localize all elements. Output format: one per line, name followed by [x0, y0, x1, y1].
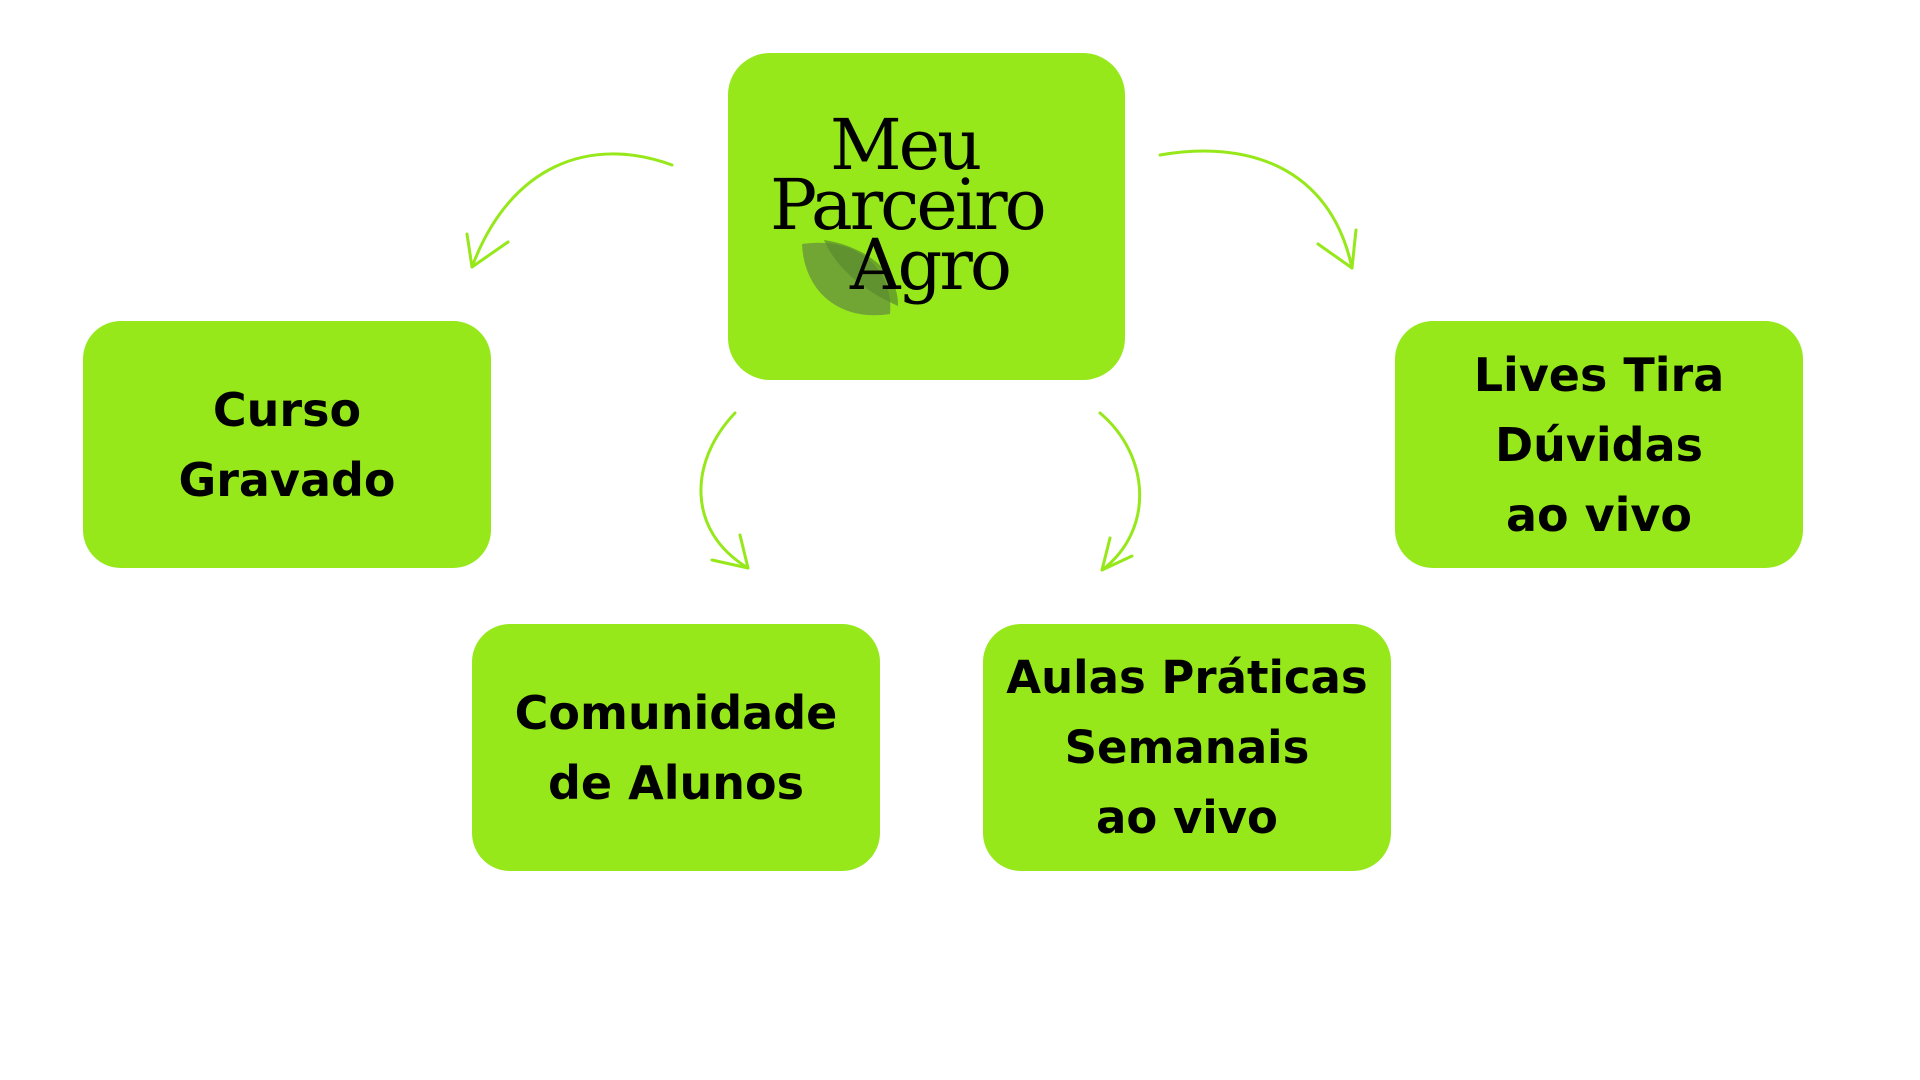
node-label-line: Curso	[212, 382, 362, 437]
arrowhead-lives	[1316, 228, 1358, 270]
arrowhead-curso	[465, 232, 510, 269]
node-aulas-praticas: Aulas Práticas Semanais ao vivo	[983, 624, 1391, 871]
node-label-line: Aulas Práticas	[1006, 650, 1368, 704]
node-lives-tira-duvidas: Lives Tira Dúvidas ao vivo	[1395, 321, 1803, 568]
node-label-line: Dúvidas	[1494, 417, 1704, 472]
arrow-to-curso	[470, 152, 674, 269]
node-label-line: ao vivo	[1506, 487, 1692, 542]
node-label-line: Gravado	[178, 452, 396, 507]
logo-word-agro: Agro	[850, 224, 1012, 306]
logo-box: Meu Parceiro Agro	[728, 53, 1125, 380]
arrow-to-comunidade	[699, 411, 750, 570]
logo-word-meu: Meu	[830, 104, 982, 186]
arrowhead-aulas	[1100, 536, 1134, 572]
leaf-icon	[802, 240, 899, 316]
logo-word-parceiro: Parceiro	[770, 164, 1047, 246]
node-label-line: Lives Tira	[1473, 347, 1725, 402]
node-comunidade-de-alunos: Comunidade de Alunos	[472, 624, 880, 871]
node-label-line: Comunidade	[514, 685, 838, 740]
node-label-line: ao vivo	[1096, 790, 1278, 844]
arrowhead-comunidade	[710, 533, 750, 570]
node-curso-gravado: Curso Gravado	[83, 321, 491, 568]
arrow-to-aulas	[1098, 411, 1142, 572]
node-label-line: Semanais	[1064, 720, 1310, 774]
arrow-to-lives	[1158, 149, 1354, 270]
node-label-line: de Alunos	[548, 755, 804, 810]
